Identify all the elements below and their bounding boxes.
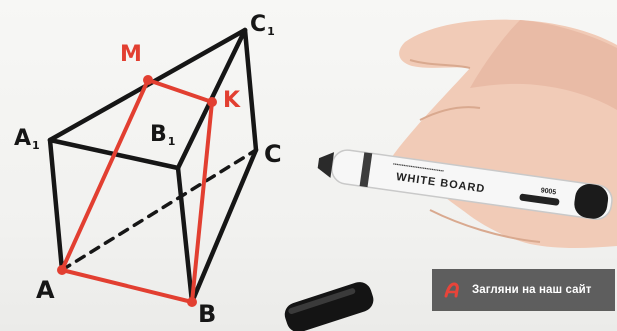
- label-k: K: [223, 88, 241, 113]
- label-b: B: [198, 300, 217, 328]
- site-link-text: Загляни на наш сайт: [472, 284, 592, 296]
- hidden-edge-ac: [60, 148, 258, 272]
- label-b1: B1: [150, 122, 176, 148]
- site-link-badge[interactable]: Загляни на наш сайт: [432, 269, 615, 311]
- site-logo-icon: [442, 280, 462, 300]
- prism-edges: [47, 27, 259, 305]
- label-a1: A1: [14, 126, 40, 152]
- section-points: [57, 75, 217, 307]
- label-c: C: [264, 140, 282, 168]
- hand-with-marker: WHITE BOARD 9005 ▪▪▪▪▪▪▪▪▪▪▪▪▪▪▪▪▪▪▪▪▪▪▪…: [284, 19, 617, 331]
- label-c1: C1: [250, 12, 275, 38]
- marker-model-text: 9005: [540, 187, 557, 196]
- label-m: M: [120, 42, 142, 67]
- label-a: A: [36, 276, 55, 304]
- section-plane: [60, 78, 214, 304]
